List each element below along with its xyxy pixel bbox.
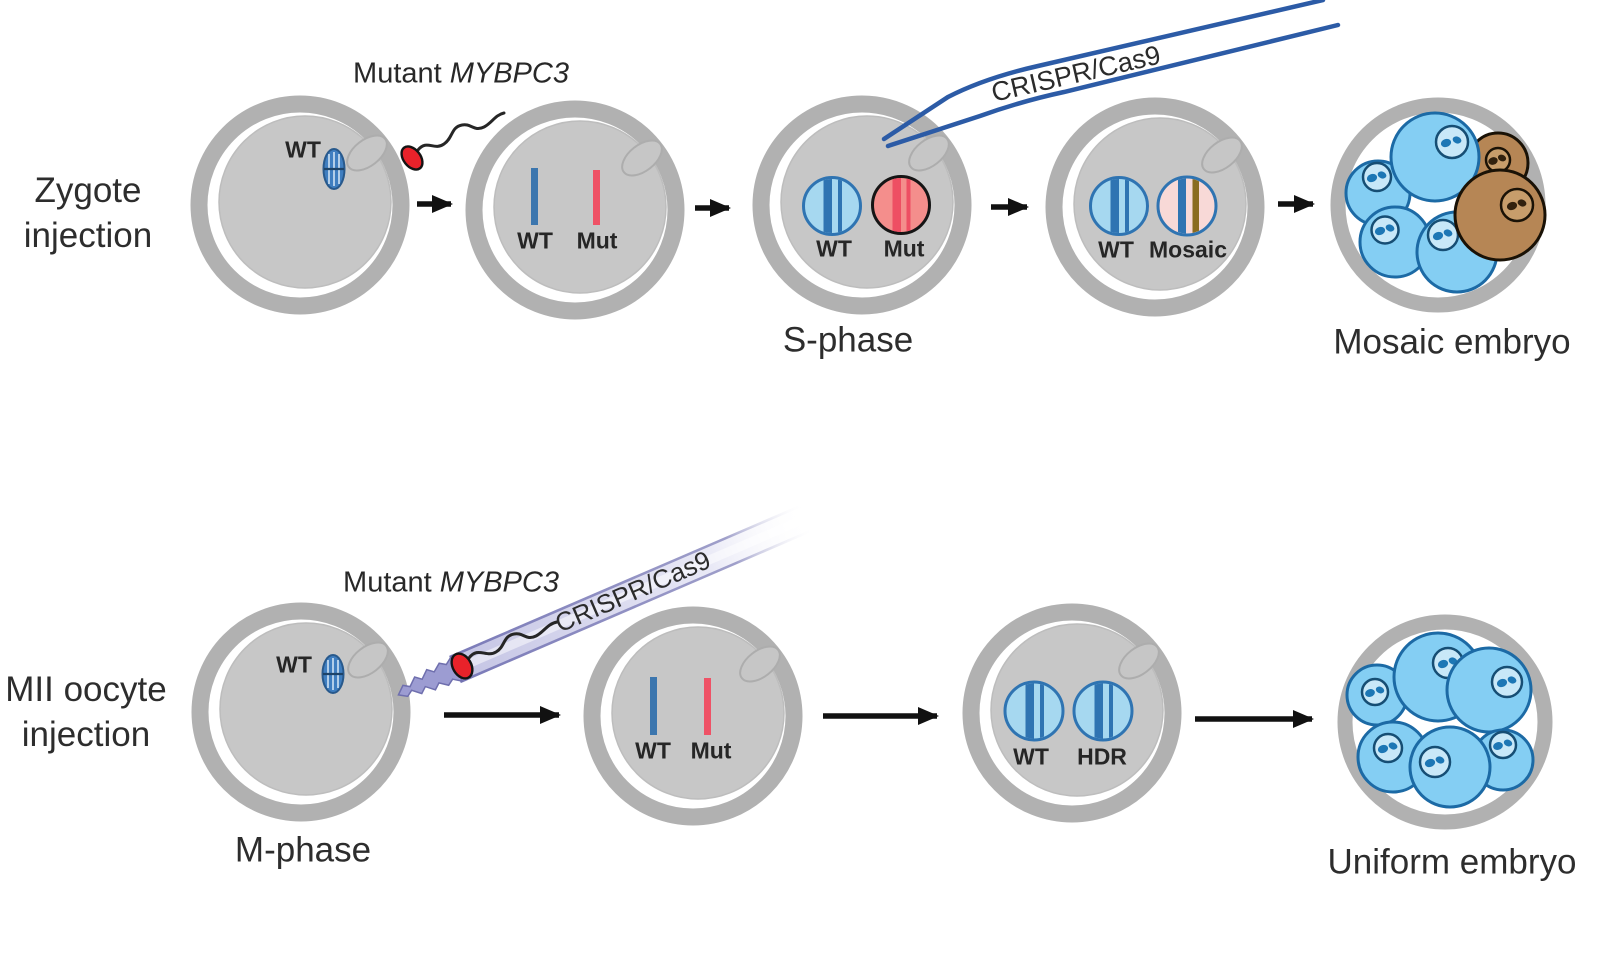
m-phase-caption: M-phase bbox=[234, 830, 372, 870]
s-phase-caption: S-phase bbox=[782, 320, 914, 360]
pronuclear-cell bbox=[474, 109, 676, 311]
wt-chromosome-bar bbox=[531, 168, 538, 225]
sperm-icon bbox=[450, 620, 559, 680]
hdr-pronucleus bbox=[1072, 680, 1134, 742]
wt-bar-label: WT bbox=[517, 227, 553, 254]
mosaic-pronucleus bbox=[1156, 175, 1218, 237]
blastomere-blue bbox=[1345, 663, 1409, 727]
mut-pronucleus-label: Mut bbox=[883, 235, 925, 262]
mutant-prefix: Mutant bbox=[343, 566, 432, 599]
glass-micropipette-icon bbox=[881, 0, 1341, 149]
s-phase-cell bbox=[761, 104, 963, 306]
wt-pronucleus bbox=[1003, 680, 1065, 742]
wt-pronucleus bbox=[802, 176, 862, 236]
wt-bar-label: WT bbox=[635, 737, 671, 764]
blastomere-blue bbox=[1408, 725, 1492, 809]
pronuclear-cell bbox=[592, 615, 794, 817]
mutant-prefix: Mutant bbox=[353, 57, 442, 90]
mut-pronucleus bbox=[871, 175, 931, 235]
sperm-icon bbox=[400, 111, 506, 171]
mosaic-pronucleus-label: Mosaic bbox=[1149, 236, 1227, 263]
wt-chromosome-bar bbox=[650, 677, 657, 735]
blastomere-brown bbox=[1453, 168, 1547, 262]
hdr-pronucleus-label: HDR bbox=[1077, 743, 1127, 770]
gene-name: MYBPC3 bbox=[439, 566, 559, 599]
gene-name: MYBPC3 bbox=[449, 57, 569, 90]
blastomere-blue bbox=[1389, 111, 1481, 203]
wt-pronucleus-label: WT bbox=[1098, 236, 1134, 263]
mut-bar-label: Mut bbox=[690, 737, 732, 764]
mut-chromosome-bar bbox=[593, 170, 600, 225]
mosaic-embryo-caption: Mosaic embryo bbox=[1333, 322, 1571, 362]
metaphase-spindle-icon bbox=[321, 654, 345, 694]
post-edit-cell bbox=[971, 612, 1173, 814]
uniform-embryo-caption: Uniform embryo bbox=[1327, 842, 1577, 882]
wt-pronucleus bbox=[1089, 176, 1149, 236]
mut-chromosome-bar bbox=[704, 678, 711, 735]
wt-pronucleus-label: WT bbox=[816, 235, 852, 262]
zygote-injection-row bbox=[199, 0, 1547, 311]
wt-spindle-label: WT bbox=[285, 136, 321, 163]
row-label-zygote: Zygote injection bbox=[23, 171, 153, 255]
mii-oocyte-cell bbox=[200, 611, 402, 813]
mut-bar-label: Mut bbox=[576, 227, 618, 254]
wt-spindle-label: WT bbox=[276, 651, 312, 678]
blastomere-blue bbox=[1445, 646, 1533, 734]
row-label-mii-oocyte: MII oocyte injection bbox=[5, 670, 167, 754]
metaphase-spindle-icon bbox=[322, 148, 346, 190]
mii-oocyte-injection-row bbox=[200, 503, 1545, 822]
wt-pronucleus-label: WT bbox=[1013, 743, 1049, 770]
post-edit-cell bbox=[1054, 106, 1256, 308]
mosaic-embryo bbox=[1338, 105, 1547, 305]
uniform-embryo bbox=[1345, 622, 1545, 822]
